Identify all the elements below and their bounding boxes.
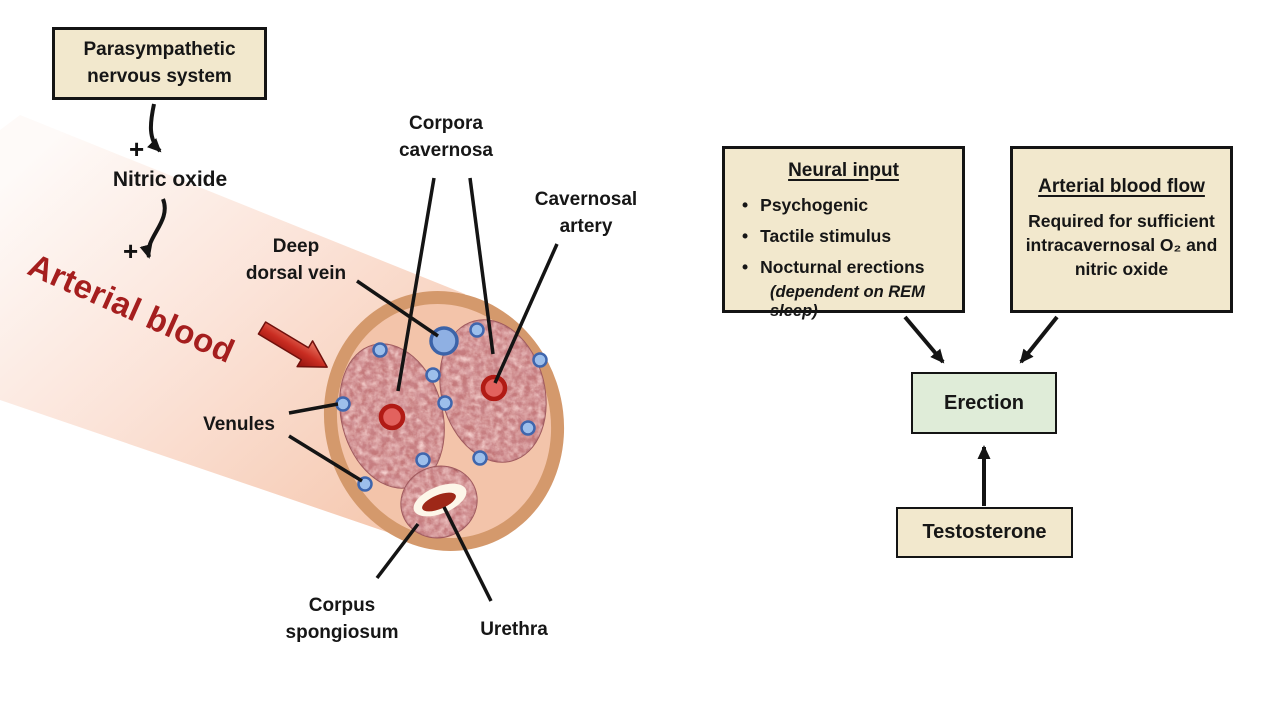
- label-pointer-lines: [288, 177, 559, 602]
- line-corpora-right: [468, 177, 495, 355]
- arterial-blood-flow-body: Required for sufficient intracavernosal …: [1025, 211, 1218, 280]
- cavernosal-artery-label: Cavernosal artery: [534, 189, 638, 237]
- line-venules-lower: [288, 434, 363, 483]
- arterial-blood-flow-title: Arterial blood flow: [1038, 176, 1205, 197]
- venules-group: [335, 322, 548, 492]
- line-cavernosal-artery: [493, 243, 559, 384]
- bullet-text: Nocturnal erections: [760, 257, 925, 277]
- neural-input-title: Neural input: [788, 160, 899, 181]
- bullet-tactile: • Tactile stimulus: [725, 226, 962, 247]
- arrow-no-to-blood: [139, 198, 167, 259]
- arterial-blood-flow-box: Arterial blood flow Required for suffici…: [1010, 146, 1233, 313]
- plus-sign-1: +: [129, 134, 145, 164]
- bullet-glyph: •: [742, 257, 749, 277]
- line-deep-dorsal-vein: [356, 279, 439, 338]
- bullet-glyph: •: [742, 226, 749, 246]
- bullet-psychogenic: • Psychogenic: [725, 195, 962, 216]
- deep-dorsal-vein-label: Deep dorsal vein: [245, 236, 347, 284]
- bullet-nocturnal: • Nocturnal erections: [725, 257, 962, 278]
- arrow-arterial-to-erection: [1019, 315, 1059, 364]
- urethra-lumen: [422, 492, 456, 512]
- cavernosal-artery-right: [480, 374, 508, 402]
- arterial-inflow-arrow: [257, 321, 328, 368]
- arrow-neural-to-erection: [903, 315, 945, 364]
- flow-arrows: [139, 103, 1059, 506]
- rem-sleep-note: (dependent on REM sleep): [770, 283, 925, 320]
- line-corpora-left: [396, 177, 436, 392]
- line-urethra: [442, 506, 493, 602]
- arrow-psns-to-no: [146, 103, 162, 153]
- line-venules-upper: [288, 402, 339, 415]
- urethra-label: Urethra: [480, 619, 548, 640]
- bullet-text: Psychogenic: [760, 195, 869, 215]
- erection-box: Erection: [911, 372, 1057, 434]
- corpora-cavernosa-label: Corpora cavernosa: [398, 113, 493, 161]
- venules-label: Venules: [203, 414, 275, 435]
- neural-input-bullets: • Psychogenic • Tactile stimulus • Noctu…: [725, 195, 962, 321]
- parasympathetic-box: Parasympathetic nervous system: [52, 27, 267, 100]
- bullet-text: Tactile stimulus: [760, 226, 892, 246]
- neural-input-box: Neural input • Psychogenic • Tactile sti…: [722, 146, 965, 320]
- plus-sign-2: +: [123, 236, 139, 266]
- penis-cross-section: [323, 290, 565, 552]
- testosterone-box: Testosterone: [896, 507, 1073, 558]
- corpus-spongiosum-label: Corpus spongiosum: [285, 595, 399, 643]
- cavernosal-artery-left: [378, 403, 406, 431]
- line-corpus-spongiosum: [375, 522, 420, 580]
- bullet-glyph: •: [742, 195, 749, 215]
- nitric-oxide-label: Nitric oxide: [112, 168, 228, 191]
